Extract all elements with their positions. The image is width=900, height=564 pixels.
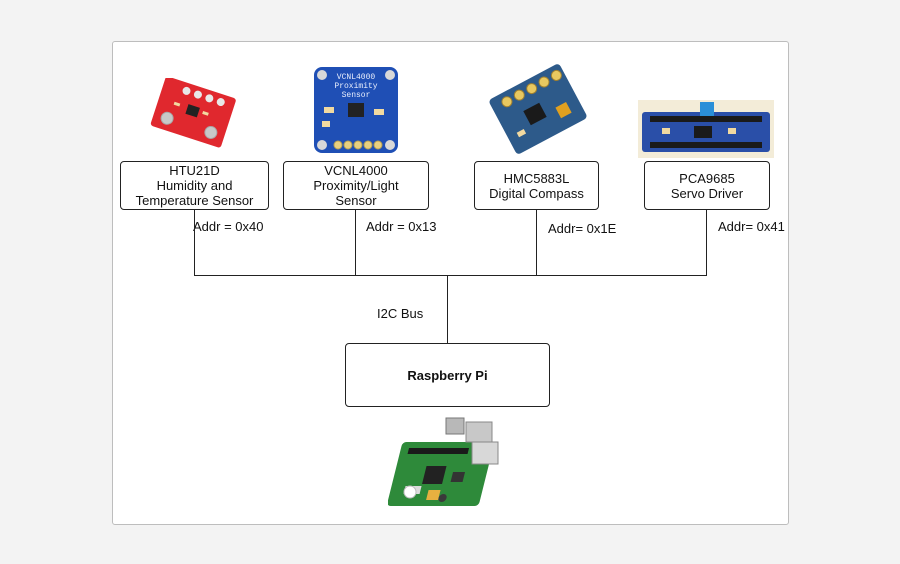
htu21d-sensor-label: HTU21D Humidity and Temperature Sensor [135,163,254,208]
i2c-bus-label: I2C Bus [377,306,424,321]
hmc5883l-sensor-label: HMC5883L Digital Compass [489,170,584,201]
hmc5883l-connector [536,210,537,276]
i2c-bus-line [194,275,707,276]
vcnl4000-sensor-box: VCNL4000 Proximity/Light Sensor [283,161,429,210]
htu21d-board-image [150,78,236,148]
vcnl-silk-line2: Proximity [334,82,377,91]
htu21d-connector [194,210,195,276]
pca9685-connector [706,210,707,276]
hmc5883l-sensor-box: HMC5883L Digital Compass [474,161,599,210]
vcnl-silk-line3: Sensor [342,91,371,100]
pca9685-board-image [638,100,774,158]
vcnl4000-address-label: Addr = 0x13 [366,219,437,234]
hmc5883l-address-label: Addr= 0x1E [548,221,617,236]
i2c-trunk-line [447,275,448,343]
vcnl-silk-line1: VCNL4000 [337,73,376,82]
vcnl4000-board-image: VCNL4000 Proximity Sensor [314,67,398,153]
hmc5883l-board-image [489,64,587,154]
vcnl4000-connector [355,210,356,276]
pca9685-sensor-label: PCA9685 Servo Driver [670,170,744,201]
vcnl4000-sensor-label: VCNL4000 Proximity/Light Sensor [313,163,399,208]
raspberry-pi-board-image [388,417,499,506]
pca9685-sensor-box: PCA9685 Servo Driver [644,161,770,210]
pca9685-address-label: Addr= 0x41 [718,219,785,234]
raspberry-pi-label: Raspberry Pi [407,367,488,383]
htu21d-sensor-box: HTU21D Humidity and Temperature Sensor [120,161,269,210]
htu21d-address-label: Addr = 0x40 [193,219,264,234]
raspberry-pi-box: Raspberry Pi [345,343,550,407]
